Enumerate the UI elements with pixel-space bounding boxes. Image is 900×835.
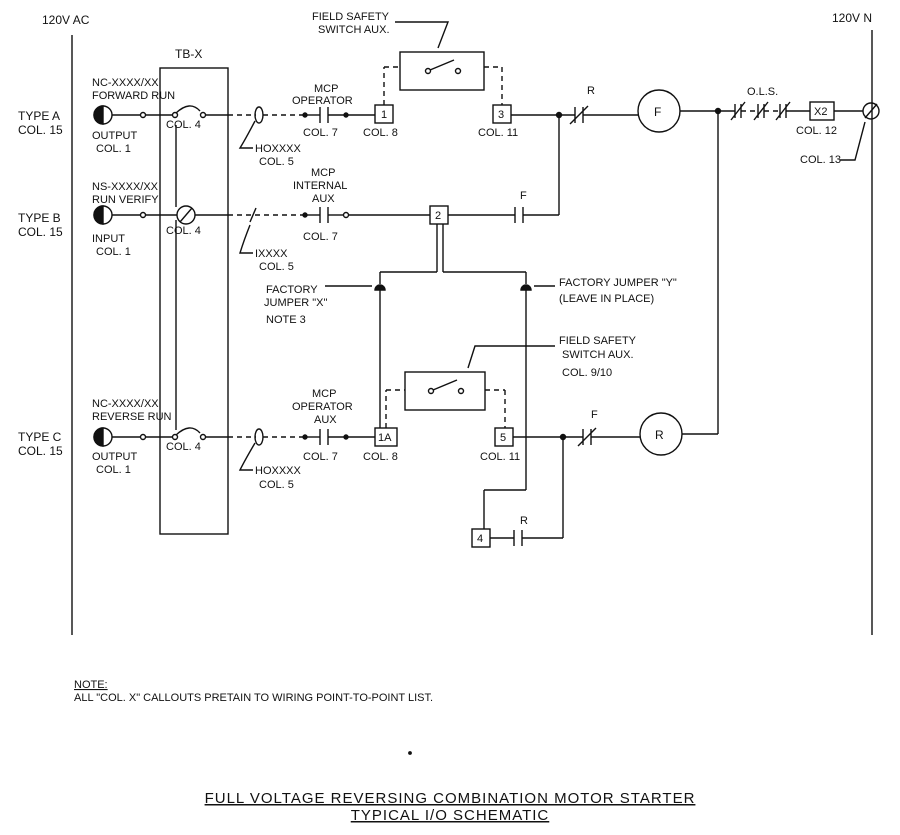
terminal-4: 4 [471,528,491,548]
r-seal-in-label: R [520,515,528,527]
nc-contact-icon [175,105,201,114]
row-c-io-col: COL. 1 [96,464,131,476]
f-contact-label: F [520,190,527,202]
terminal-5: 5 [494,427,514,447]
row-a-col12: COL. 12 [796,125,837,137]
field-switch-bottom-1: FIELD SAFETY [559,335,637,347]
row-b-device: NS-XXXX/XX [92,181,159,193]
svg-text:2: 2 [435,210,441,222]
ols-label: O.L.S. [747,86,778,98]
terminal-3: 3 [492,104,512,124]
row-a-col11: COL. 11 [478,127,518,139]
row-a-col: COL. 15 [18,123,63,137]
mcp-op-c-2: OPERATOR [292,401,353,413]
field-safety-switch-top [399,51,485,91]
row-b-io-col: COL. 1 [96,246,131,258]
terminal-2: 2 [429,205,449,225]
terminal-1a: 1A [374,427,398,447]
jumper-x-3: NOTE 3 [266,314,306,326]
cable-icon [254,106,264,124]
jumper-x-1: FACTORY [266,284,318,296]
row-a-col8: COL. 8 [363,127,398,139]
title-line-1: FULL VOLTAGE REVERSING COMBINATION MOTOR… [205,790,696,807]
jumper-y-1: FACTORY JUMPER "Y" [559,277,677,289]
row-b-io: INPUT [92,233,125,245]
neutral-terminal-icon [862,102,880,120]
row-b-tb-col: COL. 4 [166,225,201,237]
row-b-col: COL. 15 [18,225,63,239]
jumper-x-icon [374,284,386,291]
field-switch-top-1: FIELD SAFETY [312,11,390,23]
note-heading: NOTE: [74,679,108,691]
svg-text:4: 4 [477,533,483,545]
jumper-y-2: (LEAVE IN PLACE) [559,293,654,305]
row-c-cable: HOXXXX [255,465,302,477]
field-switch-top-2: SWITCH AUX. [318,24,390,36]
row-a-col13: COL. 13 [800,154,841,166]
row-b-col7: COL. 7 [303,231,338,243]
left-rail-label: 120V AC [42,13,90,27]
row-b: TYPE B COL. 15 NS-XXXX/XX RUN VERIFY INP… [18,115,677,434]
row-b-type: TYPE B [18,211,61,225]
coil-r-label: R [655,428,664,442]
svg-text:3: 3 [498,109,504,121]
mcp-int-b-1: MCP [311,167,335,179]
jumper-y-icon [520,284,532,291]
row-a-type: TYPE A [18,109,60,123]
row-c-cable-col: COL. 5 [259,479,294,491]
note-text: ALL "COL. X" CALLOUTS PRETAIN TO WIRING … [74,692,433,704]
row-a-col7: COL. 7 [303,127,338,139]
row-a-io-col: COL. 1 [96,143,131,155]
field-switch-bottom-2: SWITCH AUX. [562,349,634,361]
cable-icon [254,428,264,446]
row-c-tb-col: COL. 4 [166,441,201,453]
tb-label: TB-X [175,47,202,61]
terminal-x2: X2 [809,101,835,121]
row-b-function: RUN VERIFY [92,194,159,206]
mcp-op-a-2: OPERATOR [292,95,353,107]
jumper-x-2: JUMPER "X" [264,297,328,309]
row-a-function: FORWARD RUN [92,90,175,102]
right-rail-label: 120V N [832,11,872,25]
row-c: TYPE C COL. 15 NC-XXXX/XX REVERSE RUN OU… [18,111,719,548]
row-c-col: COL. 15 [18,444,63,458]
field-switch-bottom-3: COL. 9/10 [562,367,612,379]
row-a: TYPE A COL. 15 NC-XXXX/XX FORWARD RUN OU… [18,11,880,168]
row-c-col7: COL. 7 [303,451,338,463]
mcp-op-c-1: MCP [312,388,336,400]
svg-text:1A: 1A [378,432,392,444]
title-line-2: TYPICAL I/O SCHEMATIC [351,807,550,824]
mcp-int-b-2: INTERNAL [293,180,347,192]
mcp-op-a-1: MCP [314,83,338,95]
r-contact-label: R [587,85,595,97]
row-c-io: OUTPUT [92,451,138,463]
terminal-1: 1 [374,104,394,124]
field-safety-switch-bottom [404,371,486,411]
svg-text:X2: X2 [814,106,827,118]
svg-text:5: 5 [500,432,506,444]
terminal-block-box [159,67,229,535]
row-a-io: OUTPUT [92,130,138,142]
row-b-cable: IXXXX [255,248,288,260]
row-c-col11: COL. 11 [480,451,520,463]
row-c-function: REVERSE RUN [92,411,172,423]
svg-text:1: 1 [381,109,387,121]
row-a-tb-col: COL. 4 [166,119,201,131]
row-c-col8: COL. 8 [363,451,398,463]
coil-f-label: F [654,105,661,119]
row-a-cable: HOXXXX [255,143,302,155]
row-c-type: TYPE C [18,430,62,444]
row-a-cable-col: COL. 5 [259,156,294,168]
row-a-device: NC-XXXX/XX [92,77,159,89]
mcp-int-b-3: AUX [312,193,335,205]
mcp-op-c-3: AUX [314,414,337,426]
f-interlock-label: F [591,409,598,421]
row-c-device: NC-XXXX/XX [92,398,159,410]
nc-contact-icon [175,427,201,436]
row-b-cable-col: COL. 5 [259,261,294,273]
